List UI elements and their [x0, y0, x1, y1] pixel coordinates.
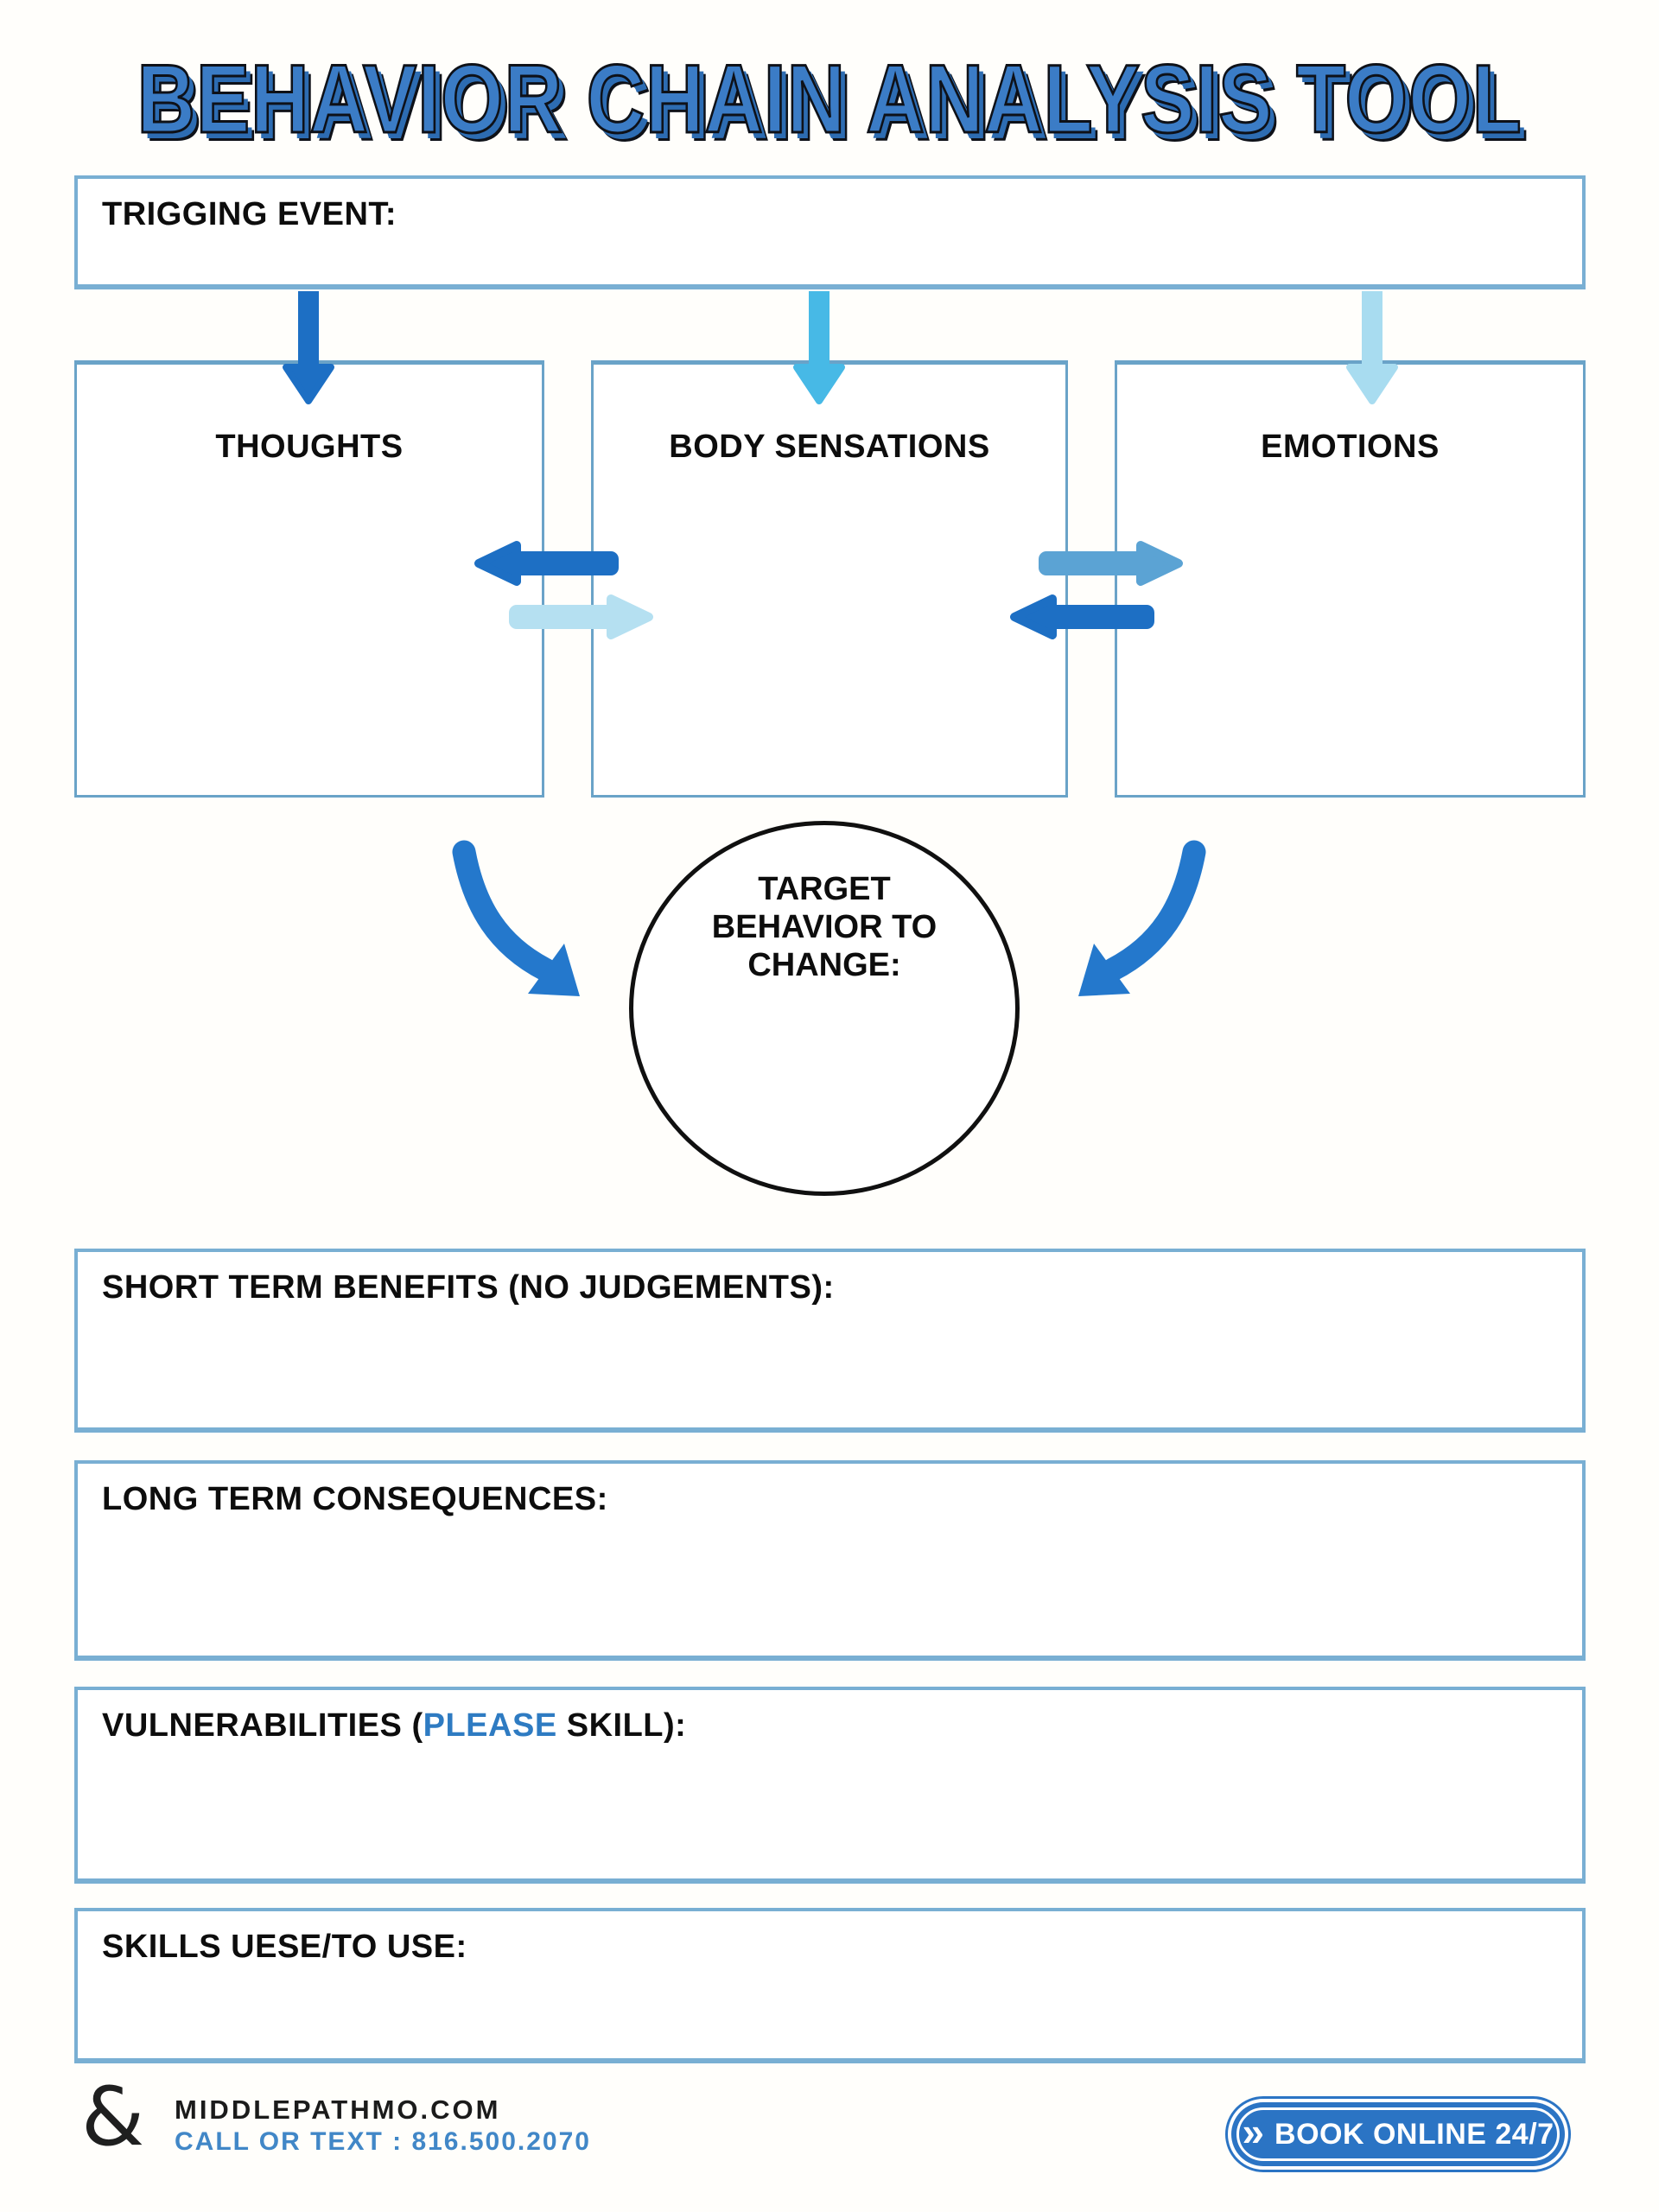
website-text: MIDDLEPATHMO.COM	[175, 2094, 501, 2125]
short-term-benefits-label: SHORT TERM BENEFITS (NO JUDGEMENTS):	[102, 1269, 835, 1306]
vulnerabilities-label: VULNERABILITIES (PLEASE SKILL):	[102, 1707, 686, 1745]
emotions-box[interactable]: EMOTIONS	[1115, 360, 1586, 798]
double-chevron-icon: »	[1242, 2109, 1265, 2154]
curved-arrow-right-icon	[1078, 840, 1206, 996]
right-arrow-pale-icon	[509, 594, 653, 639]
contact-text: CALL OR TEXT : 816.500.2070	[175, 2127, 591, 2156]
long-term-consequences-label: LONG TERM CONSEQUENCES:	[102, 1481, 608, 1517]
thoughts-box[interactable]: THOUGHTS	[74, 360, 544, 798]
down-arrow-sky-icon	[793, 291, 845, 404]
left-arrow-dark-icon	[474, 541, 619, 586]
target-behavior-label: TARGET BEHAVIOR TO CHANGE:	[711, 871, 938, 984]
thoughts-label: THOUGHTS	[215, 429, 404, 465]
book-online-button-face: » BOOK ONLINE 24/7	[1231, 2102, 1565, 2166]
curved-arrow-left-icon	[452, 840, 580, 996]
book-online-button[interactable]: » BOOK ONLINE 24/7	[1225, 2096, 1571, 2172]
target-behavior-circle[interactable]: TARGET BEHAVIOR TO CHANGE:	[629, 821, 1020, 1196]
ampersand-logo: &	[81, 2070, 145, 2164]
vulnerabilities-label-suffix: SKILL):	[556, 1707, 687, 1744]
page-title: BEHAVIOR CHAIN ANALYSIS TOOL	[136, 44, 1522, 156]
body-sensations-label: BODY SENSATIONS	[669, 429, 990, 465]
vulnerabilities-box[interactable]: VULNERABILITIES (PLEASE SKILL):	[74, 1687, 1586, 1884]
trigging-event-label: TRIGGING EVENT:	[102, 196, 397, 232]
book-online-label: BOOK ONLINE 24/7	[1274, 2117, 1554, 2151]
down-arrow-dark-icon	[283, 291, 334, 404]
down-arrow-light-icon	[1346, 291, 1398, 404]
short-term-benefits-box[interactable]: SHORT TERM BENEFITS (NO JUDGEMENTS):	[74, 1249, 1586, 1433]
left-arrow-dark-icon	[1010, 594, 1154, 639]
body-sensations-box[interactable]: BODY SENSATIONS	[591, 360, 1068, 798]
vulnerabilities-label-highlight: PLEASE	[423, 1707, 557, 1744]
right-arrow-steel-icon	[1039, 541, 1183, 586]
skills-label: SKILLS UESE/TO USE:	[102, 1929, 467, 1965]
trigging-event-box[interactable]: TRIGGING EVENT:	[74, 175, 1586, 289]
vulnerabilities-label-prefix: VULNERABILITIES (	[102, 1707, 423, 1744]
long-term-consequences-box[interactable]: LONG TERM CONSEQUENCES:	[74, 1460, 1586, 1661]
skills-box[interactable]: SKILLS UESE/TO USE:	[74, 1908, 1586, 2063]
emotions-label: EMOTIONS	[1261, 429, 1440, 465]
